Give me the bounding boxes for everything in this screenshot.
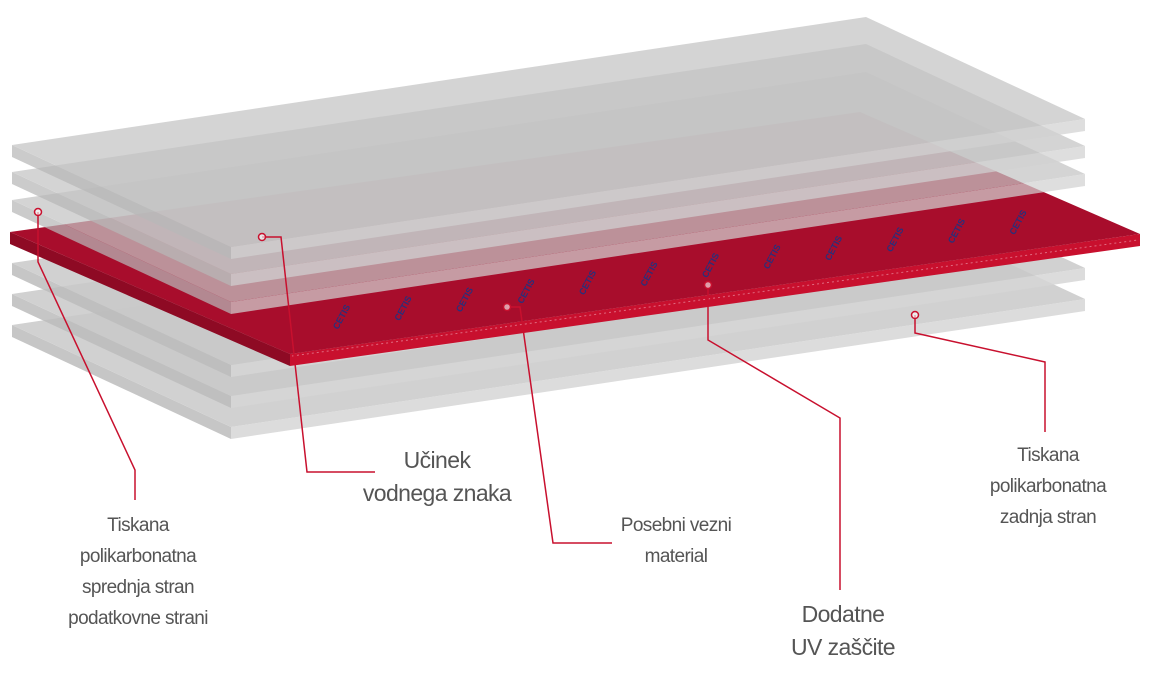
sheet-face [231,146,1085,286]
callout-front-side-line [37,212,136,500]
sheet-face [231,119,1085,259]
polycarbonate-front-layer [12,17,1085,259]
label-back-side: Tiskana polikarbonatna zadnja stran [989,440,1107,533]
callout-watermark-line [262,236,375,473]
label-line: vodnega znaka [362,480,512,506]
sheet-face [12,145,231,259]
sheet-face [12,325,231,439]
inlay-edge-line [291,239,1139,357]
label-line: Tiskana [1017,445,1079,466]
label-line: polikarbonatna [989,476,1107,497]
label-line: polikarbonatna [79,546,197,567]
callout-back-side-marker-icon [910,310,920,320]
label-front-side: Tiskana polikarbonatna sprednja stran po… [68,510,208,634]
label-line: Posebni vezni [620,515,732,536]
sheet-face [231,299,1085,439]
label-line: Dodatne [801,601,885,627]
callout-watermark-marker-icon [257,232,267,242]
callout-front-side-marker-icon [33,207,43,217]
sheet-face [231,268,1085,408]
sheet-face [12,17,1085,247]
sheet-face [12,263,231,377]
sheet-face [12,200,231,314]
label-line: UV zaščite [791,634,896,660]
label-uv-protection: Dodatne UV zaščite [791,598,896,664]
label-line: podatkovne strani [68,608,208,629]
label-line: sprednja stran [81,577,195,598]
callout-uv-protection-marker-icon [703,280,713,290]
callout-bonding-material-line [507,306,612,544]
callout-uv-protection-line [707,285,841,590]
label-line: zadnja stran [999,507,1097,528]
label-bonding-material: Posebni vezni material [621,510,732,572]
sheet-face [231,174,1085,314]
label-line: Učinek [403,447,471,473]
label-watermark: Učinek vodnega znaka [362,444,512,510]
sheet-face [290,234,1140,366]
callout-back-side-line [914,315,1046,432]
label-line: Tiskana [107,515,169,536]
sheet-face [12,172,231,286]
callout-bonding-material-marker-icon [502,302,512,312]
sheet-face [10,232,290,366]
label-line: material [644,546,708,567]
